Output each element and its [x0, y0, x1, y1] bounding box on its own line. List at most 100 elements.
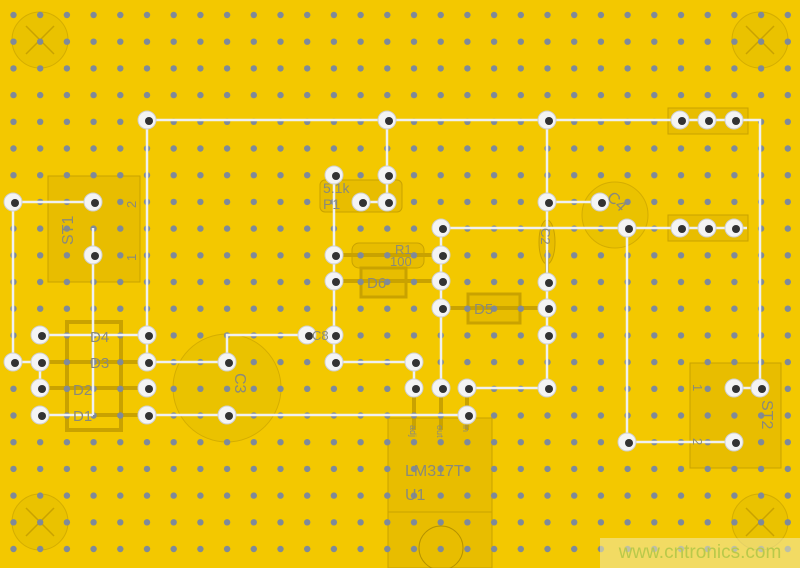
grid-hole: [304, 198, 311, 206]
grid-hole: [597, 91, 605, 99]
grid-hole: [490, 439, 498, 446]
grid-hole: [357, 225, 364, 232]
grid-hole: [197, 332, 204, 339]
grid-hole: [250, 465, 257, 473]
grid-hole: [410, 11, 418, 19]
grid-hole: [544, 492, 551, 499]
grid-hole: [90, 492, 97, 499]
c2-label: C2: [538, 228, 553, 245]
grid-hole: [384, 519, 391, 526]
grid-hole: [357, 332, 364, 339]
grid-hole: [63, 65, 71, 72]
grid-hole: [464, 439, 471, 446]
grid-hole: [384, 225, 391, 232]
grid-hole: [597, 65, 605, 72]
grid-hole: [571, 252, 578, 259]
grid-hole: [757, 91, 765, 99]
grid-hole: [651, 465, 658, 473]
grid-hole: [117, 252, 124, 259]
grid-hole: [651, 145, 658, 152]
grid-hole: [544, 38, 551, 45]
grid-hole: [277, 11, 284, 19]
grid-hole: [250, 252, 257, 259]
grid-hole: [464, 332, 471, 339]
grid-hole: [410, 465, 418, 473]
p1-label: P1: [323, 196, 340, 212]
grid-hole: [170, 252, 177, 259]
grid-hole: [223, 252, 231, 259]
grid-hole: [517, 11, 524, 19]
grid-hole: [357, 278, 364, 286]
grid-hole: [10, 38, 17, 45]
grid-hole: [223, 225, 231, 232]
grid-hole: [677, 145, 685, 152]
grid-hole: [223, 172, 231, 179]
grid-hole: [677, 492, 685, 499]
grid-hole: [117, 545, 124, 553]
grid-hole: [784, 412, 791, 419]
grid-hole: [37, 91, 44, 99]
grid-hole: [143, 38, 151, 45]
grid-hole: [784, 38, 791, 45]
grid-hole: [63, 358, 71, 366]
grid-hole: [784, 465, 791, 473]
grid-hole: [384, 11, 391, 19]
grid-hole: [277, 225, 284, 232]
grid-hole: [330, 492, 338, 499]
grid-hole: [223, 385, 231, 392]
u1-pin-adj: adj: [408, 425, 418, 437]
grid-hole: [63, 439, 71, 446]
grid-hole: [63, 465, 71, 473]
grid-hole: [544, 465, 551, 473]
grid-hole: [517, 38, 524, 45]
grid-hole: [464, 145, 471, 152]
grid-hole: [677, 252, 685, 259]
grid-hole: [651, 65, 658, 72]
grid-hole: [490, 545, 498, 553]
watermark: www.cntronics.com: [600, 538, 800, 568]
grid-hole: [784, 198, 791, 206]
grid-hole: [624, 198, 631, 206]
grid-hole: [624, 38, 631, 45]
grid-hole: [250, 439, 257, 446]
grid-hole: [437, 11, 444, 19]
grid-hole: [117, 145, 124, 152]
grid-hole: [571, 492, 578, 499]
grid-hole: [651, 38, 658, 45]
d5-label: D5: [474, 301, 493, 318]
grid-hole: [37, 305, 44, 312]
grid-hole: [597, 38, 605, 45]
grid-hole: [330, 91, 338, 99]
trace: [147, 333, 307, 364]
grid-hole: [304, 91, 311, 99]
grid-hole: [277, 91, 284, 99]
grid-hole: [357, 252, 364, 259]
grid-hole: [223, 91, 231, 99]
grid-hole: [464, 252, 471, 259]
r1-value: 100: [390, 254, 412, 269]
grid-hole: [384, 385, 391, 392]
grid-hole: [384, 465, 391, 473]
grid-hole: [250, 519, 257, 526]
grid-hole: [490, 65, 498, 72]
grid-hole: [490, 91, 498, 99]
grid-hole: [677, 332, 685, 339]
grid-hole: [517, 412, 524, 419]
grid-hole: [464, 492, 471, 499]
grid-hole: [410, 65, 418, 72]
grid-hole: [304, 38, 311, 45]
p1-value: 5.1k: [323, 180, 350, 196]
grid-hole: [571, 145, 578, 152]
grid-hole: [357, 172, 364, 179]
grid-hole: [410, 252, 418, 259]
u1-pin-out: out: [435, 425, 445, 438]
grid-hole: [651, 492, 658, 499]
grid-hole: [304, 252, 311, 259]
grid-hole: [223, 65, 231, 72]
grid-hole: [677, 172, 685, 179]
grid-hole: [490, 412, 498, 419]
grid-hole: [517, 439, 524, 446]
grid-hole: [464, 91, 471, 99]
grid-hole: [731, 252, 738, 259]
